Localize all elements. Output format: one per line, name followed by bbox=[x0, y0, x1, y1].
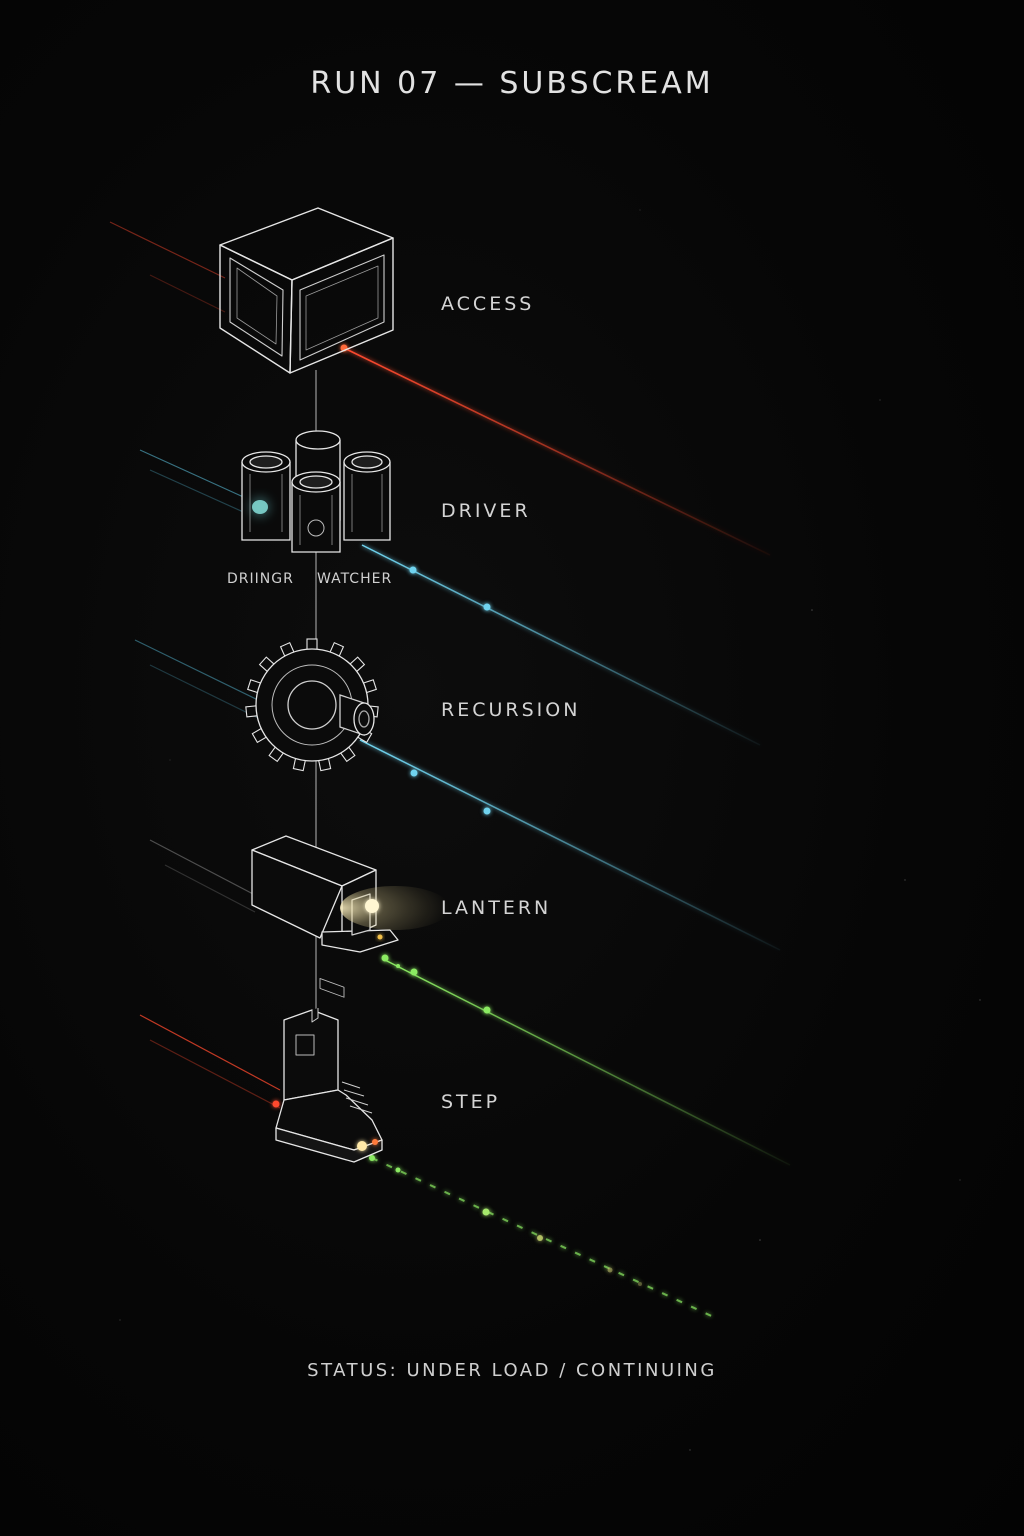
incoming-beams bbox=[109, 221, 281, 1109]
driver-indicator-light bbox=[250, 497, 270, 517]
beam-nodes bbox=[272, 344, 642, 1286]
cube-frame-icon bbox=[219, 207, 394, 374]
stage-label-recursion: RECURSION bbox=[441, 699, 581, 721]
driver-beam bbox=[361, 544, 761, 746]
stage-label-step: STEP bbox=[441, 1091, 501, 1113]
stage-label-driver: DRIVER bbox=[441, 500, 531, 522]
lantern-beam-line bbox=[384, 959, 791, 1166]
boot-icon bbox=[275, 1008, 383, 1163]
canister-cluster-icon bbox=[241, 430, 391, 553]
page-title: RUN 07 — SUBSCREAM bbox=[310, 66, 714, 101]
gear-icon bbox=[245, 638, 379, 772]
access-beam bbox=[343, 347, 771, 556]
stage-label-lantern: LANTERN bbox=[441, 897, 552, 919]
boot-lights bbox=[357, 1139, 378, 1151]
step-beam-dashed bbox=[371, 1157, 721, 1321]
status-line: STATUS: UNDER LOAD / CONTINUING bbox=[307, 1360, 717, 1381]
driver-sub-label-left: DRIINGR bbox=[227, 571, 294, 587]
recursion-beam bbox=[359, 739, 781, 951]
star-dust bbox=[119, 209, 981, 1451]
outgoing-beams bbox=[343, 347, 791, 1321]
stage-label-access: ACCESS bbox=[441, 293, 535, 315]
driver-sub-label-right: WATCHER bbox=[317, 571, 393, 587]
lantern-light-cone bbox=[340, 886, 450, 940]
